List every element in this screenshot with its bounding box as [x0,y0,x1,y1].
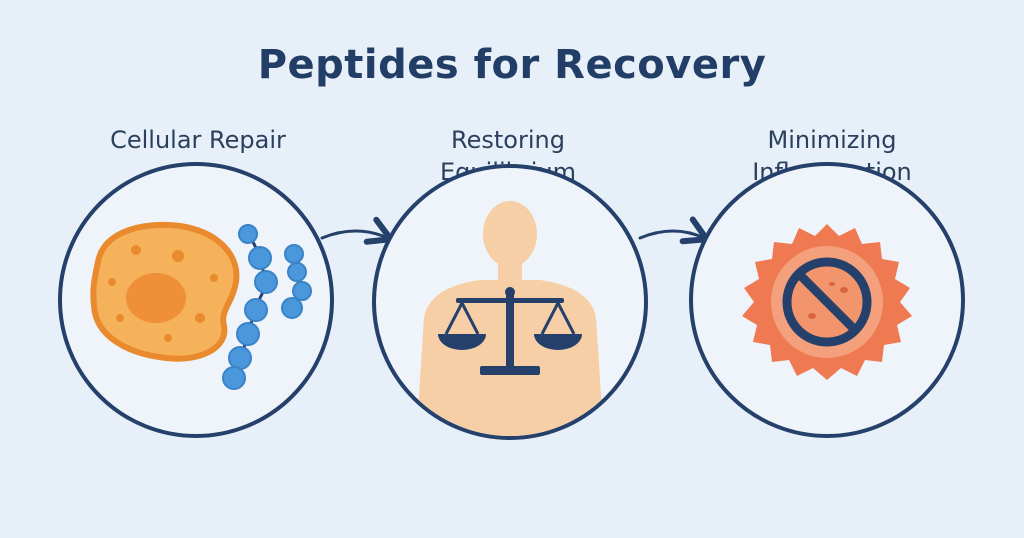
step-label-line: Restoring [451,126,565,154]
arrow-icon [638,216,710,245]
arrow-icon [320,216,394,245]
step-label-line: Cellular Repair [110,126,286,154]
page-title: Peptides for Recovery [257,42,767,88]
body-with-balance-scale-icon [372,164,648,440]
cell-with-peptide-chain-icon [58,162,334,438]
inflammation-blocked-icon [689,162,965,438]
step-label-cellular-repair: Cellular Repair [60,124,336,156]
step-label-line: Minimizing [767,126,897,154]
